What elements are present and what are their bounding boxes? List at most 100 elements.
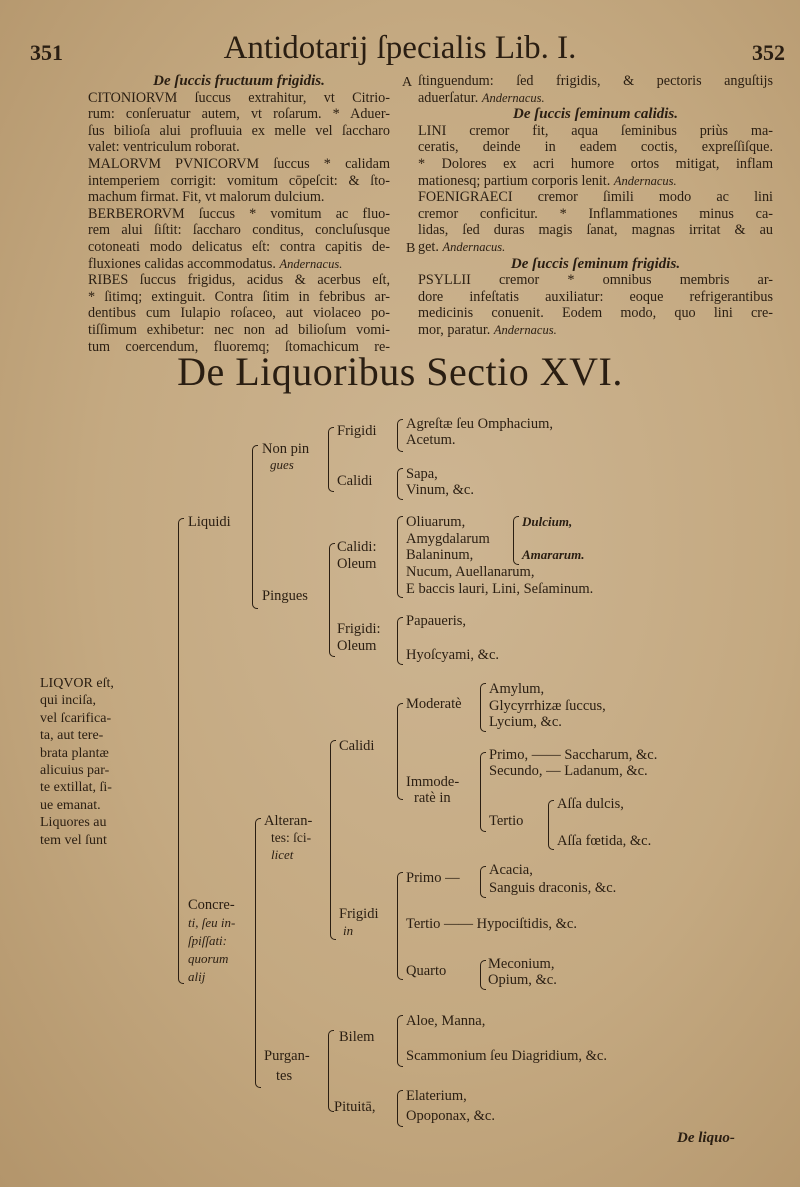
bracket [480, 683, 486, 732]
leaf: Sapa, [406, 466, 438, 482]
text-segment: FOENIGRAECI cremor ſimili modo ac lini [418, 189, 773, 206]
definition-line: te extillat, ſi- [40, 780, 112, 796]
text-line: CITONIORVM ſuccus extrahitur, vt Citrio- [88, 90, 390, 107]
text-segment: ſus bilioſa alui profluuia ex melle vel … [88, 122, 390, 139]
node-immoderate: Immode- [406, 774, 460, 790]
section-title: De Liquoribus Sectio XVI. [177, 349, 623, 394]
left-text-column: De ſuccis fructuum frigidis.CITONIORVM ſ… [88, 73, 390, 355]
text-line: tum coercendum, fluoremq; ſtomachicum re… [88, 339, 390, 356]
text-segment: aduerſatur. [418, 89, 482, 106]
leaf: Acacia, [489, 862, 533, 878]
leaf: Elaterium, [406, 1088, 467, 1104]
text-line: medicinis conuenit. Eodem modo, quo lini… [418, 305, 773, 322]
leaf: Sanguis draconis, &c. [489, 880, 617, 896]
page-number-left: 351 [30, 40, 63, 65]
leaf: Opium, &c. [488, 972, 557, 988]
text-line: mor, paratur. Andernacus. [418, 322, 773, 339]
text-segment: medicinis conuenit. Eodem modo, quo lini… [418, 305, 773, 322]
text-segment: tum coercendum, fluoremq; ſtomachicum re… [88, 338, 390, 355]
text-segment: MALORVM PVNICORVM ſuccus * calidam [88, 155, 390, 172]
definition-line: brata plantæ [40, 745, 109, 761]
leaf: Meconium, [488, 956, 555, 972]
node-bilem: Bilem [339, 1029, 375, 1045]
leaf: Dulcium, [522, 514, 573, 529]
text-line: cotoneati modo delicatus eſt: contra cap… [88, 239, 390, 256]
node-frigidi-oleum: Frigidi: [337, 621, 381, 637]
node-frigidi-oleum-cont: Oleum [337, 638, 377, 654]
leaf: Amararum. [522, 547, 585, 562]
text-line: aduerſatur. Andernacus. [418, 90, 773, 107]
node-purgantes: Purgan- [264, 1048, 310, 1064]
text-line: BERBERORVM ſuccus * vomitum ac fluo- [88, 206, 390, 223]
margin-letter-b: B [406, 241, 416, 256]
leaf: Papaueris, [406, 613, 466, 629]
text-line: ceratis, deinde in eadem coctis, expreſſ… [418, 139, 773, 156]
bracket [480, 752, 486, 832]
node-pingues: Pingues [262, 588, 308, 604]
text-segment: * ſitimq; extinguit. Contra ſitim in feb… [88, 288, 390, 305]
bracket [328, 427, 334, 492]
text-line: tiſſimum exhibetur: nec non ad bilioſum … [88, 322, 390, 339]
author-citation: Andernacus. [493, 322, 557, 337]
node-calidi-oleum-cont: Oleum [337, 556, 377, 572]
definition-line: ta, aut tere- [40, 728, 104, 744]
leaf: Lycium, &c. [489, 714, 562, 730]
node-concreti-cont: quorum [188, 951, 229, 966]
text-segment: tiſſimum exhibetur: nec non ad bilioſum … [88, 321, 390, 338]
text-line: rum: conſeruatur autem, vt roſarum. * Ad… [88, 106, 390, 123]
text-segment: BERBERORVM ſuccus * vomitum ac fluo- [88, 205, 390, 222]
leaf: Oliuarum, [406, 514, 466, 530]
node-non-pingues: Non pin [262, 441, 310, 457]
leaf: Hyoſcyami, &c. [406, 647, 500, 663]
text-line: dore infeſtatis auxiliatur: eoque refrig… [418, 289, 773, 306]
text-line: fluxiones calidas accommodatus. Andernac… [88, 256, 390, 273]
text-line: RIBES ſuccus frigidus, acidus & acerbus … [88, 272, 390, 289]
definition-line: ue emanat. [40, 797, 101, 813]
leaf: Aſſa fœtida, &c. [557, 833, 652, 849]
leaf: Amylum, [489, 681, 545, 697]
text-line: rem alui ſiſtit: ſaccharo conditus, conc… [88, 222, 390, 239]
bracket [252, 445, 258, 609]
bracket [329, 543, 335, 657]
bracket [548, 800, 554, 850]
text-line: intemperiem corrigit: vomitum cōpeſcit: … [88, 173, 390, 190]
node-frigidi-cont: in [343, 923, 354, 938]
author-citation: Andernacus. [613, 173, 677, 188]
text-segment: valet: ventriculum roborat. [88, 139, 240, 156]
text-line: * ſitimq; extinguit. Contra ſitim in feb… [88, 289, 390, 306]
node-quarto: Quarto [406, 963, 447, 979]
text-line: ſtinguendum: ſed frigidis, & pectoris an… [418, 73, 773, 90]
leaf: Vinum, &c. [406, 482, 474, 498]
node-alterantes-cont: licet [271, 847, 294, 862]
node-liquidi: Liquidi [188, 514, 231, 530]
leaf: Agreſtæ ſeu Omphacium, [406, 416, 553, 432]
bracket [178, 518, 184, 984]
node-concreti: Concre- [188, 897, 235, 913]
text-segment: LINI cremor fit, aqua ſeminibus priùs ma… [418, 122, 773, 139]
bracket [397, 872, 403, 980]
bracket [397, 516, 403, 598]
right-text-column: ſtinguendum: ſed frigidis, & pectoris an… [418, 73, 773, 339]
leaf: Opoponax, &c. [406, 1108, 495, 1124]
text-line: dentibus cum Iulapio roſaceo, aut violac… [88, 305, 390, 322]
text-segment: mor, paratur. [418, 321, 494, 338]
bracket [397, 419, 403, 452]
node-alterantes: Alteran- [264, 813, 313, 829]
node-immoderate-cont: ratè in [414, 790, 451, 806]
node-frigidi: Frigidi [339, 906, 379, 922]
text-line: cremor conficitur. * Inflammationes minu… [418, 206, 773, 223]
running-title: Antidotarij ſpecialis Lib. I. [223, 30, 577, 66]
text-segment: fluxiones calidas accommodatus. [88, 255, 280, 272]
author-citation: Andernacus. [442, 239, 506, 254]
text-segment: PSYLLII cremor * omnibus membris ar- [418, 272, 773, 289]
bracket [397, 1015, 403, 1067]
definition-line: vel ſcarifica- [40, 710, 112, 726]
leaf: Amygdalarum [406, 531, 490, 547]
catchword: De liquo- [677, 1130, 735, 1146]
node-frigidi: Frigidi [337, 423, 377, 439]
margin-letter-a: A [402, 75, 413, 90]
leaf: Balaninum, [406, 547, 474, 563]
bracket [513, 516, 519, 565]
author-citation: Andernacus. [481, 90, 545, 105]
bracket [397, 1090, 403, 1127]
